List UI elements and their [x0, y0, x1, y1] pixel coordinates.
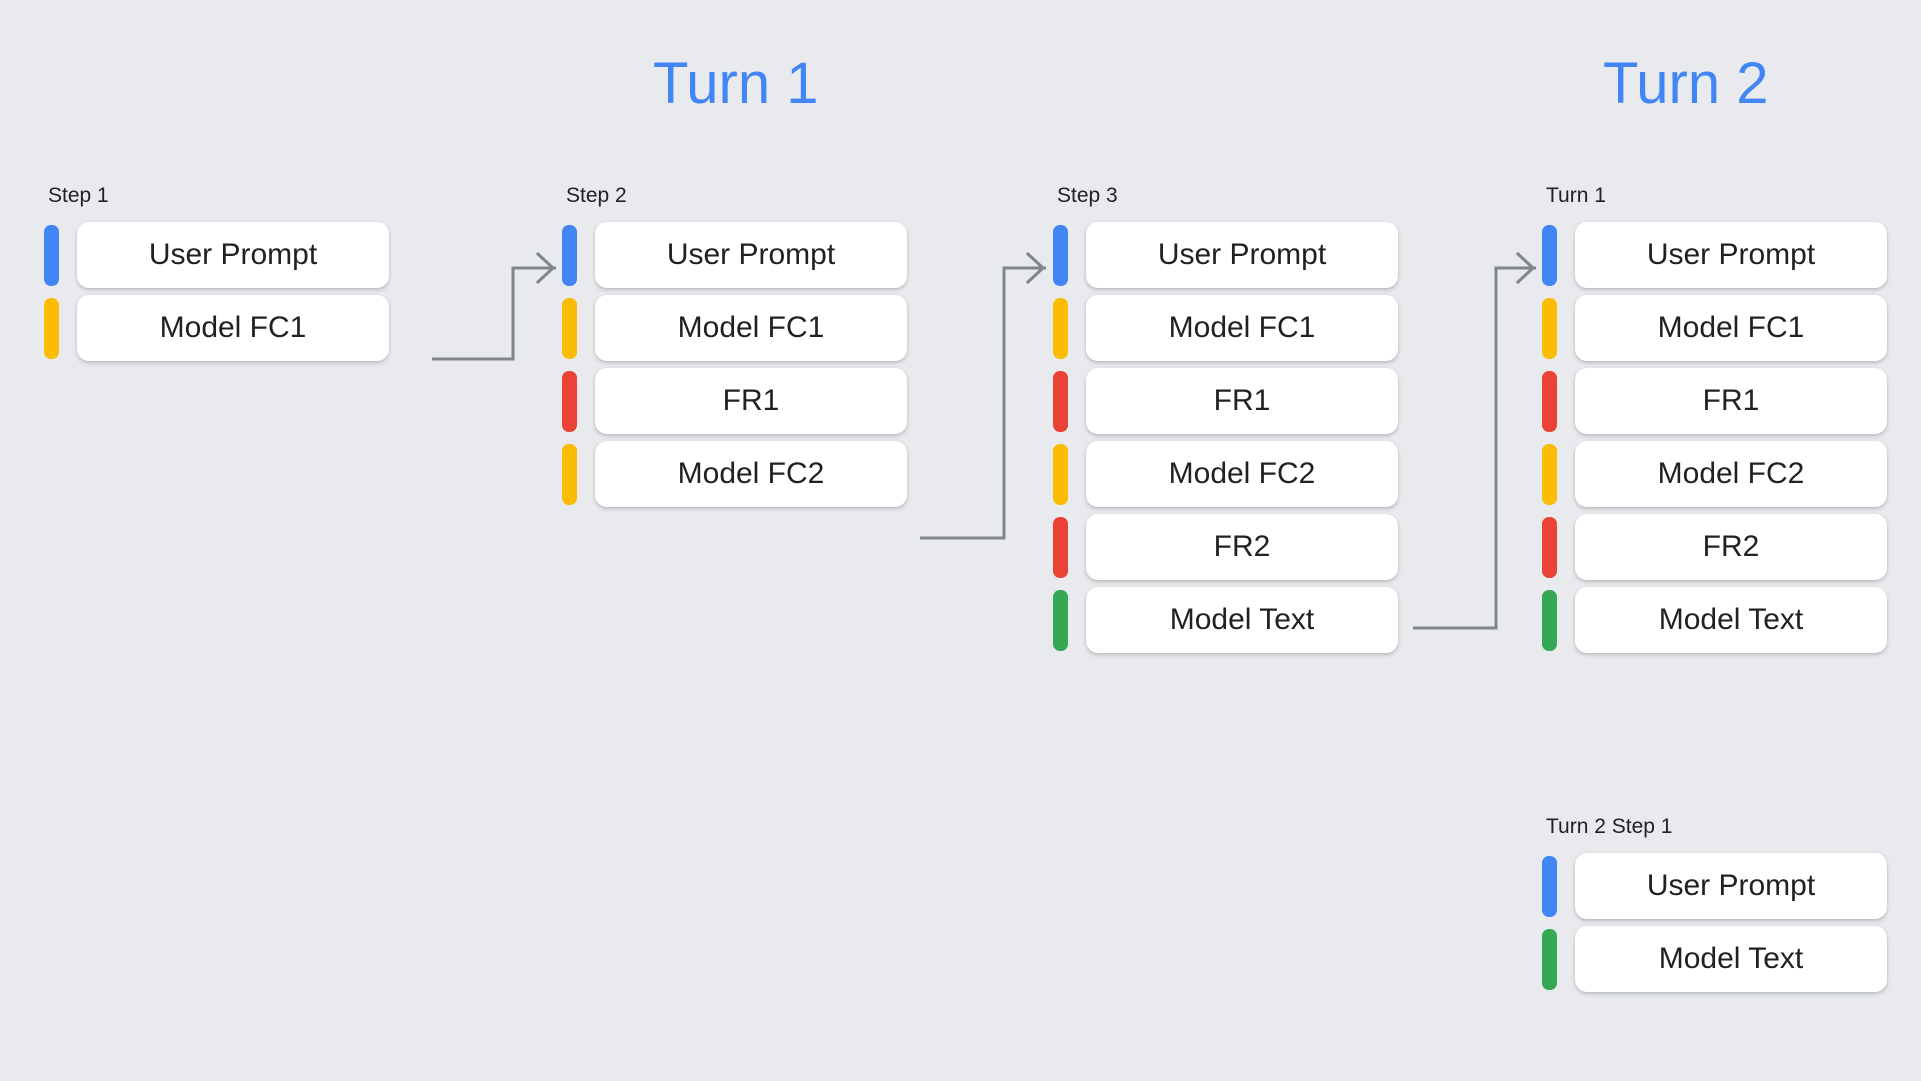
content-card[interactable]: Model FC2 — [1086, 441, 1398, 507]
role-color-bar-user-prompt — [1542, 224, 1557, 286]
content-row: Model FC2 — [562, 441, 907, 507]
content-card[interactable]: FR1 — [1575, 368, 1887, 434]
turn-1-heading: Turn 1 — [653, 51, 819, 116]
content-row: Model FC2 — [1053, 441, 1398, 507]
column-label-step-3: Step 3 — [1057, 184, 1118, 207]
content-row: User Prompt — [562, 222, 907, 288]
column-label-turn-2-turn-1: Turn 1 — [1546, 184, 1606, 207]
content-card[interactable]: Model Text — [1575, 926, 1887, 992]
content-card[interactable]: User Prompt — [595, 222, 907, 288]
role-color-bar-user-prompt — [44, 224, 59, 286]
role-color-bar-function-response — [1542, 516, 1557, 578]
role-color-bar-user-prompt — [562, 224, 577, 286]
content-card[interactable]: Model FC2 — [1575, 441, 1887, 507]
content-row: User Prompt — [1053, 222, 1398, 288]
content-card[interactable]: Model FC1 — [595, 295, 907, 361]
content-row: Model Text — [1053, 587, 1398, 653]
content-card[interactable]: Model FC1 — [77, 295, 389, 361]
column-label-turn-2-step-1: Turn 2 Step 1 — [1546, 815, 1673, 838]
content-row: FR2 — [1053, 514, 1398, 580]
content-card[interactable]: User Prompt — [1086, 222, 1398, 288]
role-color-bar-model-function-call — [1542, 297, 1557, 359]
content-card[interactable]: Model Text — [1575, 587, 1887, 653]
content-card[interactable]: User Prompt — [1575, 853, 1887, 919]
content-row: FR1 — [562, 368, 907, 434]
role-color-bar-user-prompt — [1053, 224, 1068, 286]
content-card[interactable]: FR1 — [595, 368, 907, 434]
content-card[interactable]: FR2 — [1575, 514, 1887, 580]
content-card[interactable]: FR1 — [1086, 368, 1398, 434]
content-row: FR1 — [1053, 368, 1398, 434]
role-color-bar-model-function-call — [1053, 297, 1068, 359]
content-row: Model FC2 — [1542, 441, 1887, 507]
column-label-step-2: Step 2 — [566, 184, 627, 207]
arrow-step2-to-step3-icon — [920, 251, 1046, 540]
content-card[interactable]: Model FC2 — [595, 441, 907, 507]
arrow-step1-to-step2-icon — [432, 251, 556, 361]
content-row: User Prompt — [1542, 853, 1887, 919]
role-color-bar-function-response — [1542, 370, 1557, 432]
role-color-bar-function-response — [1053, 516, 1068, 578]
content-row: Model Text — [1542, 926, 1887, 992]
content-card[interactable]: Model Text — [1086, 587, 1398, 653]
content-row: Model FC1 — [1053, 295, 1398, 361]
content-card[interactable]: Model FC1 — [1575, 295, 1887, 361]
content-card[interactable]: Model FC1 — [1086, 295, 1398, 361]
content-row: FR1 — [1542, 368, 1887, 434]
role-color-bar-model-function-call — [562, 297, 577, 359]
column-label-step-1: Step 1 — [48, 184, 109, 207]
role-color-bar-function-response — [1053, 370, 1068, 432]
role-color-bar-model-text — [1053, 589, 1068, 651]
role-color-bar-model-function-call — [562, 443, 577, 505]
content-row: Model FC1 — [1542, 295, 1887, 361]
content-card[interactable]: FR2 — [1086, 514, 1398, 580]
role-color-bar-model-function-call — [1542, 443, 1557, 505]
content-card[interactable]: User Prompt — [77, 222, 389, 288]
content-row: Model FC1 — [562, 295, 907, 361]
content-card[interactable]: User Prompt — [1575, 222, 1887, 288]
role-color-bar-user-prompt — [1542, 855, 1557, 917]
content-row: Model FC1 — [44, 295, 389, 361]
arrow-step3-to-turn2-icon — [1413, 251, 1536, 630]
role-color-bar-model-function-call — [44, 297, 59, 359]
content-row: User Prompt — [44, 222, 389, 288]
content-row: Model Text — [1542, 587, 1887, 653]
content-row: FR2 — [1542, 514, 1887, 580]
turn-2-heading: Turn 2 — [1603, 51, 1769, 116]
role-color-bar-model-text — [1542, 589, 1557, 651]
role-color-bar-model-text — [1542, 928, 1557, 990]
content-row: User Prompt — [1542, 222, 1887, 288]
role-color-bar-model-function-call — [1053, 443, 1068, 505]
role-color-bar-function-response — [562, 370, 577, 432]
